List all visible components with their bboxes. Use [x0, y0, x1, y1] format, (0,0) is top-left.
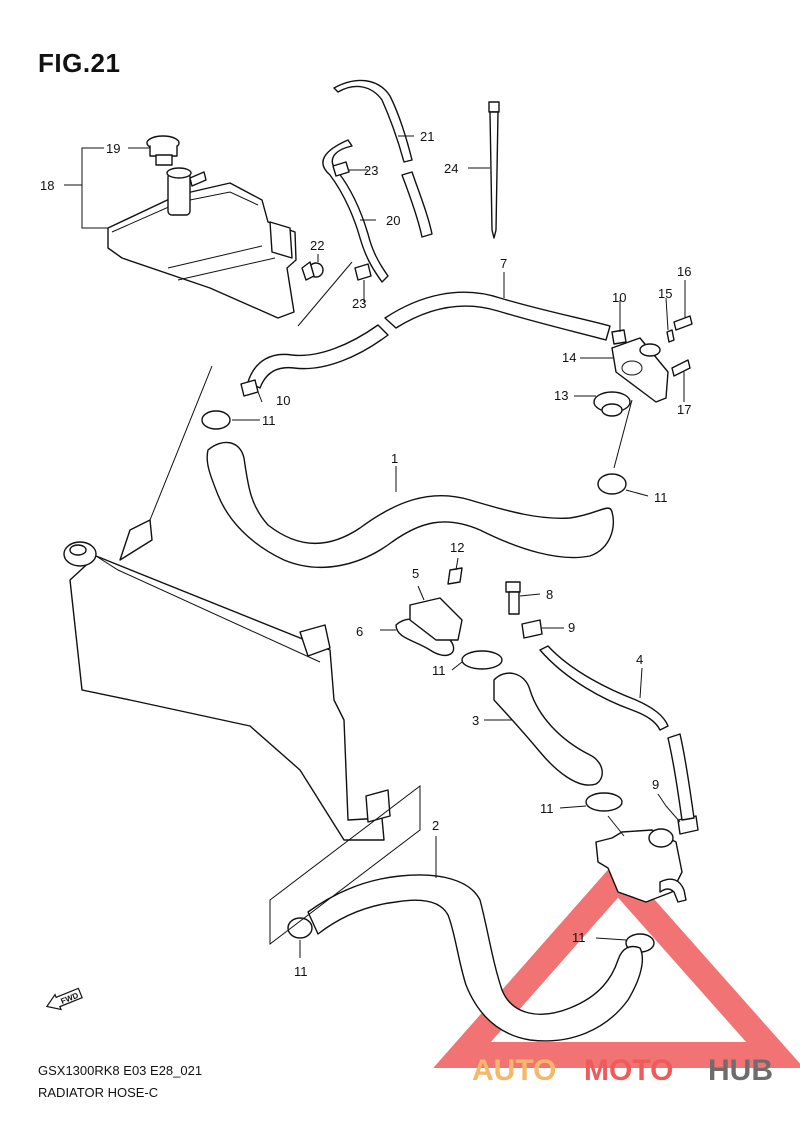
callout-6: 6	[356, 624, 363, 639]
callout-2: 2	[432, 818, 439, 833]
radiator	[63, 519, 391, 841]
callout-4: 4	[636, 652, 643, 667]
fwd-label: FWD	[59, 991, 79, 1006]
callout-24: 24	[444, 161, 458, 176]
callout-10a: 10	[276, 393, 290, 408]
model-code: GSX1300RK8 E03 E28_021	[38, 1063, 203, 1078]
callout-11b: 11	[654, 490, 668, 505]
clamp-11c	[461, 650, 503, 670]
callout-18: 18	[40, 178, 54, 193]
callout-12: 12	[450, 540, 464, 555]
callout-14: 14	[562, 350, 576, 365]
callout-11c: 11	[432, 663, 446, 678]
callout-8: 8	[546, 587, 553, 602]
figure-title: FIG.21	[38, 48, 121, 78]
callout-9a: 9	[568, 620, 575, 635]
hose-7	[247, 291, 611, 389]
callout-11f: 11	[572, 930, 586, 945]
callout-19: 19	[106, 141, 120, 156]
callout-1: 1	[391, 451, 398, 466]
callout-3: 3	[472, 713, 479, 728]
clamp-10b	[611, 329, 627, 345]
watermark-text-hub: HUB	[708, 1054, 773, 1087]
callout-10b: 10	[612, 290, 626, 305]
callout-16: 16	[677, 264, 691, 279]
hose-3	[493, 672, 603, 786]
section-name: RADIATOR HOSE-C	[38, 1085, 159, 1100]
cable-tie	[488, 101, 500, 239]
hose-2-bracket	[269, 784, 421, 946]
watermark-text-moto: MOTO	[584, 1054, 673, 1087]
callout-23a: 23	[364, 163, 378, 178]
bolt-17	[671, 359, 691, 377]
callout-17: 17	[677, 402, 691, 417]
callout-21: 21	[420, 129, 434, 144]
callout-22: 22	[310, 238, 324, 253]
hose-1	[206, 441, 615, 568]
reservoir-cap	[146, 135, 180, 166]
fwd-arrow: FWD	[45, 987, 83, 1011]
callout-9b: 9	[652, 777, 659, 792]
fitting-8	[505, 581, 521, 615]
washer-15	[666, 329, 675, 343]
leader-lines	[64, 135, 686, 958]
bolt-16	[673, 315, 693, 331]
clamp-11e	[287, 917, 313, 939]
watermark-logo	[433, 858, 800, 1068]
clamp-9a	[521, 619, 543, 639]
hose-2	[307, 874, 644, 1042]
watermark-triangle	[433, 858, 800, 1068]
watermark-text: AUTO MOTO HUB	[472, 1054, 773, 1087]
water-outlet-5	[409, 597, 463, 641]
callout-7: 7	[500, 256, 507, 271]
water-pump	[595, 828, 687, 903]
bolt-22	[301, 261, 324, 281]
clamp-11d	[585, 792, 623, 812]
callout-11d: 11	[540, 801, 554, 816]
clamp-11b	[597, 473, 627, 495]
leader-tank	[297, 261, 353, 327]
hose-4	[539, 645, 695, 821]
thermostat-cover	[611, 337, 669, 403]
callout-20: 20	[386, 213, 400, 228]
clamp-11a	[201, 410, 231, 430]
callout-13: 13	[554, 388, 568, 403]
callout-11a: 11	[262, 413, 276, 428]
hose-21	[333, 79, 433, 238]
clamp-23a	[332, 161, 350, 177]
clamp-10a	[240, 379, 259, 397]
reservoir-tank	[107, 167, 297, 319]
callout-numbers: 18 19 21 23 20 22 23 24 7 10 15 16 14 13…	[40, 129, 691, 979]
callout-5: 5	[412, 566, 419, 581]
callout-15: 15	[658, 286, 672, 301]
bolt-12	[447, 567, 463, 585]
hose-20	[322, 139, 389, 283]
clamp-23b	[354, 263, 372, 281]
callout-23b: 23	[352, 296, 366, 311]
callout-11e: 11	[294, 964, 308, 979]
watermark-text-auto: AUTO	[472, 1054, 556, 1087]
thermostat	[593, 391, 631, 417]
